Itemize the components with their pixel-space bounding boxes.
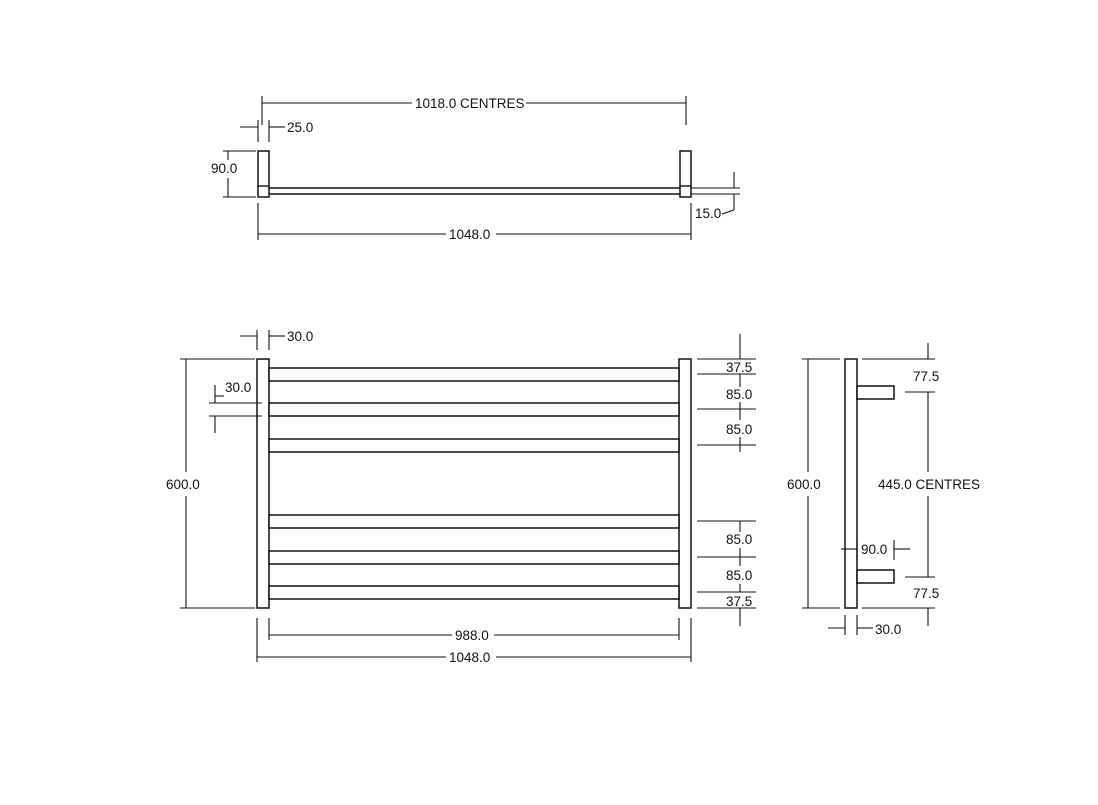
front-view-inner-width-label: 988.0 — [455, 628, 489, 643]
side-view-bottom-bracket — [856, 569, 895, 584]
top-view-bar-offset-label: 15.0 — [695, 206, 721, 221]
front-view-bar — [268, 550, 680, 565]
front-view-bar — [268, 585, 680, 600]
side-view-top-bracket — [856, 385, 895, 400]
front-view-overall-width-label: 1048.0 — [449, 650, 490, 665]
front-view-left-post — [256, 358, 270, 609]
front-view-right-post — [678, 358, 692, 609]
side-view-height-label: 600.0 — [787, 477, 821, 492]
side-view-post — [844, 358, 858, 609]
front-view-pitch-2-label: 85.0 — [726, 422, 752, 437]
side-view-projection-label: 90.0 — [861, 542, 887, 557]
front-view-bar — [268, 402, 680, 417]
side-view-bottom-dim-label: 77.5 — [913, 586, 939, 601]
front-view-pitch-1-label: 85.0 — [726, 387, 752, 402]
top-view-post-height-label: 90.0 — [211, 161, 237, 176]
front-view-bar-thickness-label: 30.0 — [225, 380, 251, 395]
front-view-pitch-4-label: 85.0 — [726, 568, 752, 583]
side-view-centres-label: 445.0 CENTRES — [878, 477, 980, 492]
front-view: 30.0 30.0 600.0 37.5 85.0 85.0 — [166, 329, 756, 665]
side-view: 600.0 77.5 445.0 CENTRES 77.5 90.0 30.0 — [787, 343, 980, 637]
front-view-bar — [268, 514, 680, 529]
side-view-post-width-label: 30.0 — [875, 622, 901, 637]
top-view-post-width-label: 25.0 — [287, 120, 313, 135]
front-view-bar — [268, 438, 680, 453]
front-view-bar — [268, 367, 680, 382]
front-view-top-gap-label: 37.5 — [726, 360, 752, 375]
front-view-height-label: 600.0 — [166, 477, 200, 492]
front-view-post-width-label: 30.0 — [287, 329, 313, 344]
top-view-centres-label: 1018.0 CENTRES — [415, 96, 525, 111]
top-view-right-post — [679, 150, 692, 198]
top-view-left-post — [257, 150, 270, 198]
top-view-overall-label: 1048.0 — [449, 227, 490, 242]
front-view-bottom-gap-label: 37.5 — [726, 594, 752, 609]
side-view-top-dim-label: 77.5 — [913, 369, 939, 384]
top-view: 1018.0 CENTRES 25.0 90.0 15.0 1048.0 — [211, 96, 740, 242]
front-view-pitch-3-label: 85.0 — [726, 532, 752, 547]
